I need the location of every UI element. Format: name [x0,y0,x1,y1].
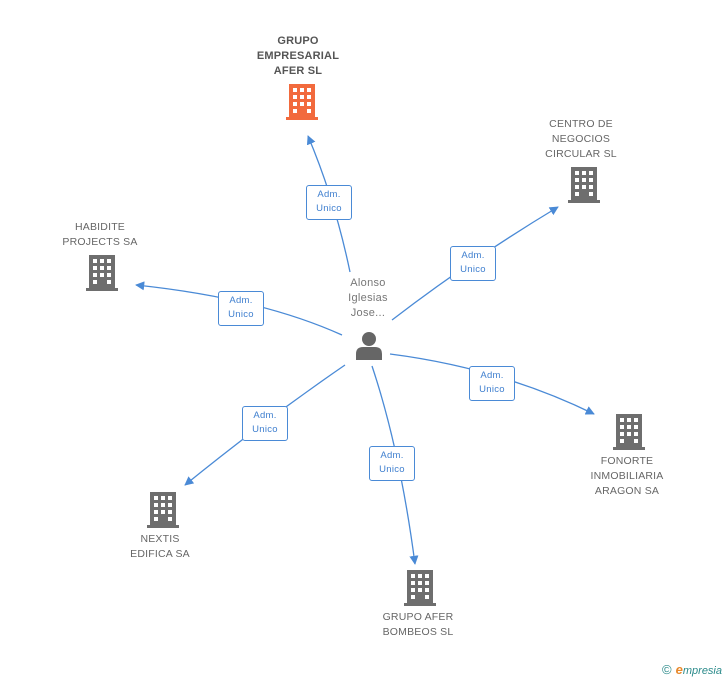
edge-role: Adm. [461,250,485,261]
edge-label-grupo-afer-bombeos: Adm. Unico [369,446,415,481]
edge-role-type: Unico [379,464,405,475]
building-icon[interactable] [613,414,645,450]
edge-role-type: Unico [460,264,486,275]
edge-role-type: Unico [316,203,342,214]
edge-role: Adm. [253,410,277,421]
edge-label-nextis: Adm. Unico [242,406,288,441]
footer-brand[interactable]: ©empresia [662,662,722,677]
center-person-label[interactable]: Alonso Iglesias Jose... [348,277,388,319]
edge-label-grupo-empresarial: Adm. Unico [306,185,352,220]
building-icon[interactable] [404,570,436,606]
brand-name: mpresia [682,665,722,677]
building-icon[interactable] [568,167,600,203]
node-label-habidite[interactable]: HABIDITE PROJECTS SA [62,221,138,248]
node-label-fonorte[interactable]: FONORTE INMOBILIARIA ARAGON SA [590,455,664,497]
building-icon[interactable] [147,492,179,528]
edge-role-type: Unico [228,309,254,320]
edge-role-type: Unico [252,424,278,435]
edge-role: Adm. [229,295,253,306]
edge-role: Adm. [317,189,341,200]
building-icon[interactable] [286,84,318,120]
edge-label-habidite: Adm. Unico [218,291,264,326]
copyright-icon: © [662,662,672,677]
brand-initial: e [675,662,683,677]
edge-label-fonorte: Adm. Unico [469,366,515,401]
edge-role: Adm. [380,450,404,461]
edge-label-centro-negocios: Adm. Unico [450,246,496,281]
building-icon[interactable] [86,255,118,291]
node-label-nextis[interactable]: NEXTIS EDIFICA SA [130,533,190,560]
node-label-grupo-afer-bombeos[interactable]: GRUPO AFER BOMBEOS SL [382,611,454,638]
node-label-grupo-empresarial[interactable]: GRUPO EMPRESARIAL AFER SL [256,35,340,77]
node-label-centro-negocios[interactable]: CENTRO DE NEGOCIOS CIRCULAR SL [545,118,617,160]
person-icon[interactable] [354,330,384,360]
edge-role: Adm. [480,370,504,381]
edge-role-type: Unico [479,384,505,395]
